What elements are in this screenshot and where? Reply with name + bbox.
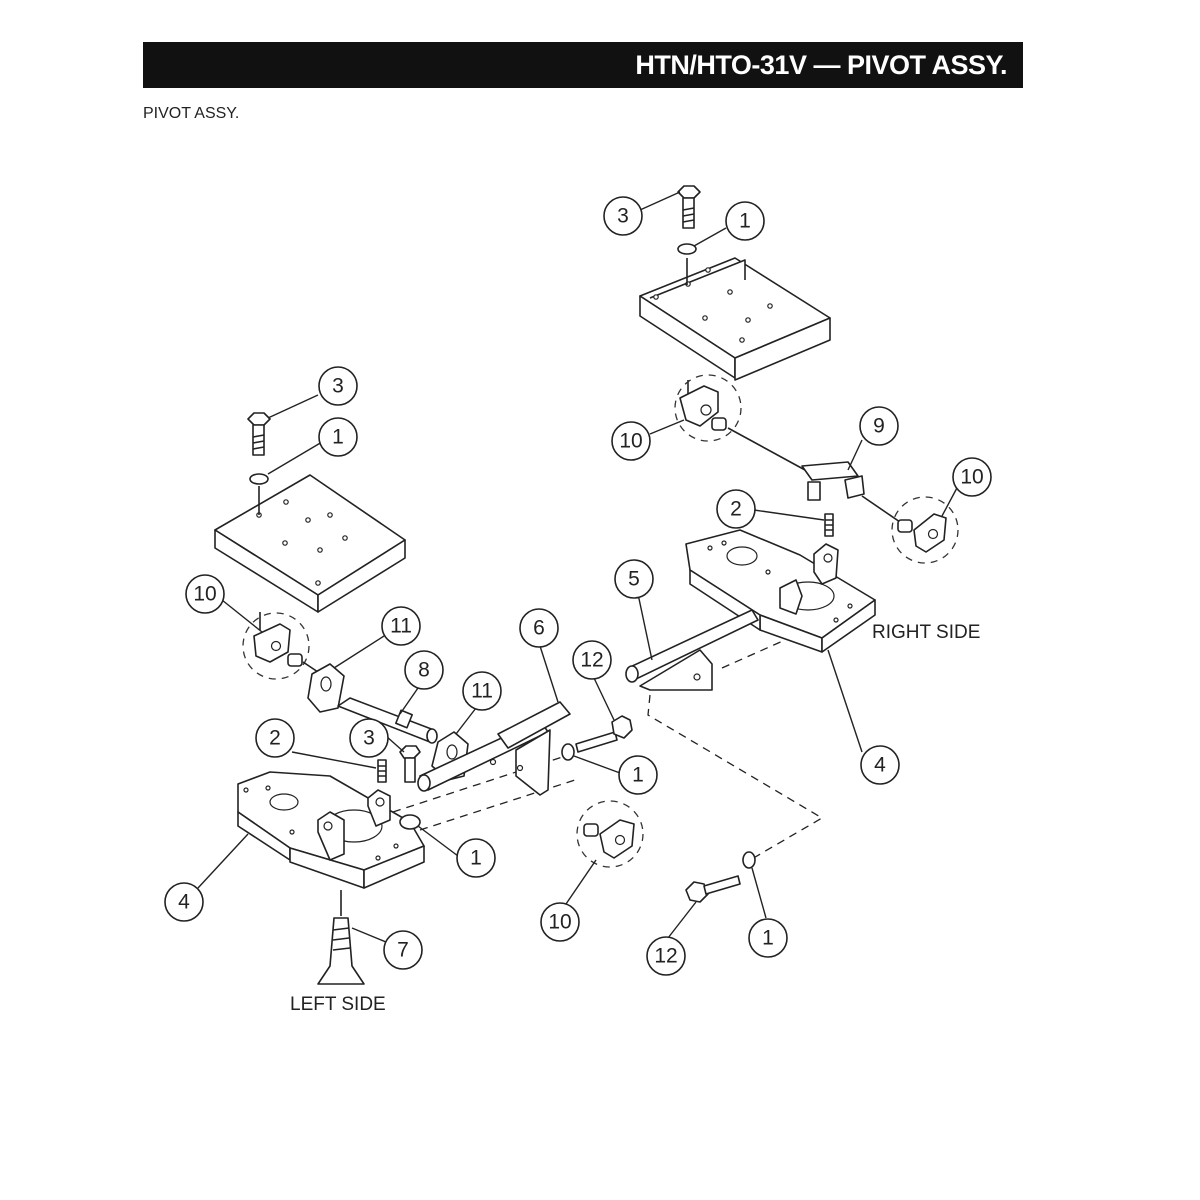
pivot-shaft-icon [625,609,759,691]
pivot-bracket-icon [307,663,345,713]
bolt-icon [685,875,741,903]
detail-circle [674,374,742,442]
washer-icon [677,243,697,255]
svg-text:10: 10 [548,911,571,934]
svg-text:1: 1 [332,426,344,449]
pivot-shaft-icon [417,701,571,796]
bolt-icon [399,745,421,783]
svg-text:4: 4 [874,754,886,777]
leader-lines [197,191,959,943]
svg-text:11: 11 [390,615,412,638]
left-base-plate [237,771,425,889]
svg-text:4: 4 [178,891,190,914]
svg-text:7: 7 [397,939,409,962]
diagram-subtitle: PIVOT ASSY. [143,105,240,122]
svg-text:10: 10 [960,466,983,489]
callout-11: 11 [462,671,502,711]
callout-1: 1 [748,918,788,958]
detail-circle [576,800,644,868]
callout-2: 2 [255,718,295,758]
grease-fitting-icon [377,759,387,783]
right-side-label: RIGHT SIDE [872,622,980,643]
callout-6: 6 [519,608,559,648]
bolt-icon [677,185,701,229]
svg-text:8: 8 [418,659,430,682]
detail-circle [891,496,959,564]
svg-text:12: 12 [580,649,603,672]
callout-4: 4 [164,882,204,922]
pivot-bracket-icon [583,819,635,859]
callout-2: 2 [716,489,756,529]
callout-10: 10 [540,902,580,942]
svg-text:3: 3 [332,375,344,398]
callout-12: 12 [646,936,686,976]
bolt-icon [575,715,633,753]
callout-3: 3 [349,718,389,758]
cross-shaft-icon [727,427,901,523]
right-base-plate [685,529,876,653]
callout-12: 12 [572,640,612,680]
callout-8: 8 [404,650,444,690]
svg-text:3: 3 [617,205,629,228]
washer-icon [742,851,756,869]
svg-text:1: 1 [762,927,774,950]
assembly-dashed-lines [392,639,824,861]
right-top-plate [639,257,831,381]
detail-circle [242,612,310,680]
handle-icon [317,917,365,985]
pivot-pin-icon [337,697,438,744]
callout-1: 1 [318,417,358,457]
svg-text:2: 2 [269,727,281,750]
callout-10: 10 [952,457,992,497]
pivot-bracket-icon [253,623,303,667]
callout-9: 9 [859,406,899,446]
callout-7: 7 [383,930,423,970]
svg-text:12: 12 [654,945,677,968]
svg-text:1: 1 [632,764,644,787]
callout-5: 5 [614,559,654,599]
page-title: HTN/HTO-31V — PIVOT ASSY. [635,49,1007,80]
svg-text:9: 9 [873,415,885,438]
svg-text:2: 2 [730,498,742,521]
pivot-bracket-icon [897,513,947,553]
callout-11: 11 [381,606,421,646]
svg-text:3: 3 [363,727,375,750]
title-bar: HTN/HTO-31V — PIVOT ASSY. [143,42,1023,88]
svg-text:10: 10 [193,583,216,606]
svg-text:11: 11 [471,680,493,703]
left-side-label: LEFT SIDE [290,994,386,1015]
washer-icon [249,473,269,485]
callout-1: 1 [725,201,765,241]
svg-text:1: 1 [470,847,482,870]
callout-1: 1 [456,838,496,878]
callout-1: 1 [618,755,658,795]
callout-4: 4 [860,745,900,785]
callout-10: 10 [611,421,651,461]
grease-fitting-icon [824,513,834,537]
callout-10: 10 [185,574,225,614]
callout-3: 3 [318,366,358,406]
svg-text:6: 6 [533,617,545,640]
bolt-icon [247,412,271,456]
svg-text:5: 5 [628,568,640,591]
svg-text:10: 10 [619,430,642,453]
pivot-bracket-icon [679,385,727,431]
washer-icon [399,814,421,830]
left-top-plate [214,474,406,613]
svg-text:1: 1 [739,210,751,233]
callout-3: 3 [603,196,643,236]
washer-icon [561,743,575,761]
